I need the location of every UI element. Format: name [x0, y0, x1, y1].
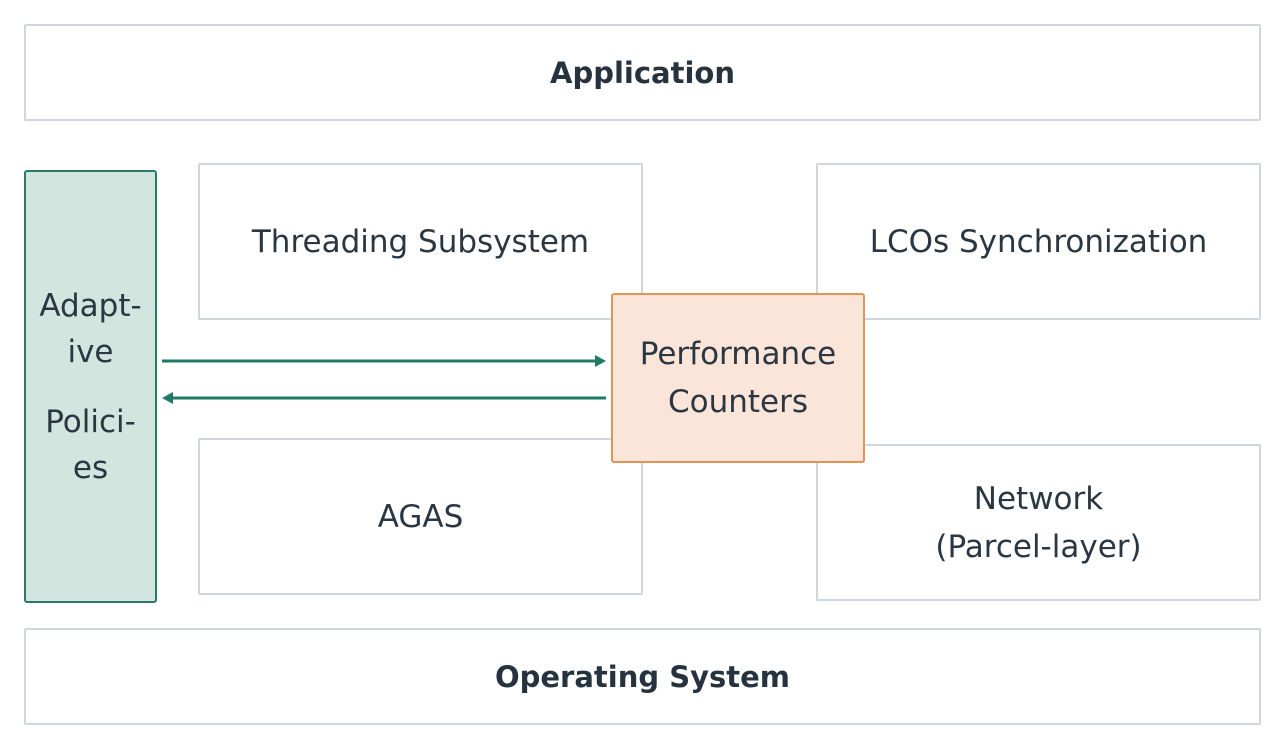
network-label: Network (Parcel-layer)	[935, 475, 1141, 571]
lcos-label: LCOs Synchronization	[869, 223, 1208, 260]
lcos-synchronization-box: LCOs Synchronization	[816, 163, 1261, 320]
adaptive-line-1: Adapt-	[39, 287, 142, 324]
performance-counters-label: Performance Counters	[640, 330, 836, 426]
adaptive-label: Adapt- ive	[39, 283, 141, 375]
operating-system-layer: Operating System	[24, 628, 1261, 725]
application-layer: Application	[24, 24, 1261, 121]
agas-box: AGAS	[198, 438, 643, 595]
adaptive-policies-box: Adapt- ive Polici- es	[24, 170, 157, 603]
perf-line-2: Counters	[667, 384, 808, 420]
threading-label: Threading Subsystem	[251, 223, 590, 260]
application-label: Application	[550, 55, 735, 90]
policies-line-1: Polici-	[45, 403, 136, 440]
network-line-2: (Parcel-layer)	[935, 528, 1142, 565]
network-box: Network (Parcel-layer)	[816, 444, 1261, 601]
policies-label: Polici- es	[45, 399, 136, 491]
threading-subsystem-box: Threading Subsystem	[198, 163, 643, 320]
operating-system-label: Operating System	[494, 659, 791, 694]
agas-label: AGAS	[377, 498, 464, 535]
perf-line-1: Performance	[639, 336, 837, 372]
network-line-1: Network	[973, 480, 1104, 517]
adaptive-line-2: ive	[67, 333, 114, 370]
performance-counters-box: Performance Counters	[611, 293, 865, 463]
arrow-to-performance-counters	[162, 355, 606, 367]
policies-line-2: es	[72, 449, 109, 486]
arrow-to-adaptive-policies	[162, 392, 606, 404]
